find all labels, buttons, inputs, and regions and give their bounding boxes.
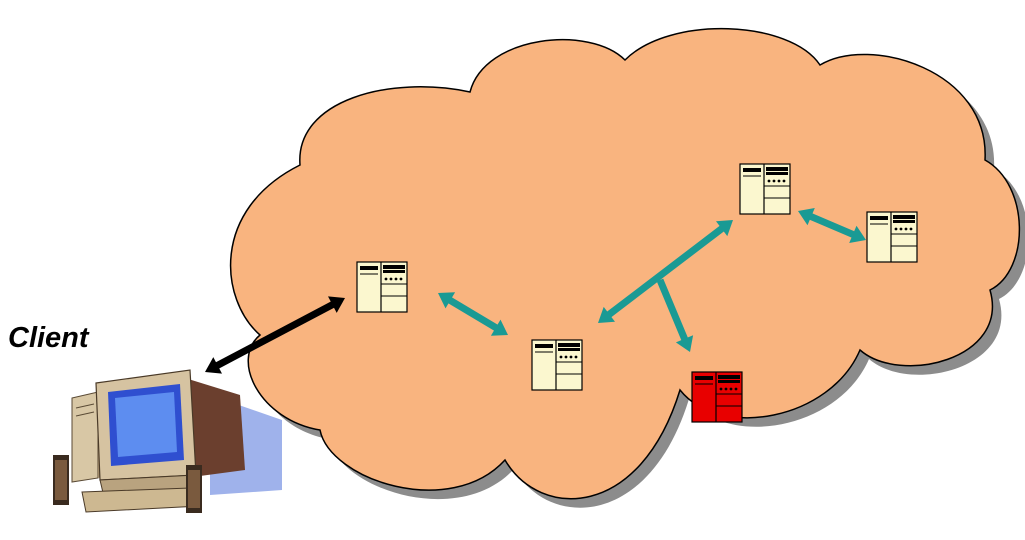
- arrowhead: [598, 306, 615, 323]
- server-red-icon: [691, 371, 743, 423]
- arrowhead: [438, 292, 456, 309]
- cloud: [229, 27, 1025, 508]
- arrowhead: [328, 296, 345, 313]
- arrowhead: [798, 208, 815, 226]
- arrowhead: [716, 220, 733, 237]
- server-entry-icon: [356, 261, 408, 313]
- link-arrow-client: [213, 300, 337, 370]
- arrowhead: [490, 319, 508, 336]
- server-top-icon: [739, 163, 791, 215]
- links: [205, 208, 866, 374]
- arrowhead: [849, 225, 866, 243]
- client-label: Client: [8, 322, 89, 354]
- cloud-body: [229, 27, 1021, 500]
- link-arrow-center-red: [656, 278, 689, 343]
- link-arrow-top-right: [807, 212, 857, 239]
- server-center-icon: [531, 339, 583, 391]
- link-arrow-center-top: [605, 224, 726, 319]
- arrowhead: [205, 357, 222, 374]
- link-arrow-entry-center: [446, 296, 500, 332]
- arrowhead: [675, 335, 694, 352]
- server-right-icon: [866, 211, 918, 263]
- client-computer-icon: [53, 369, 282, 513]
